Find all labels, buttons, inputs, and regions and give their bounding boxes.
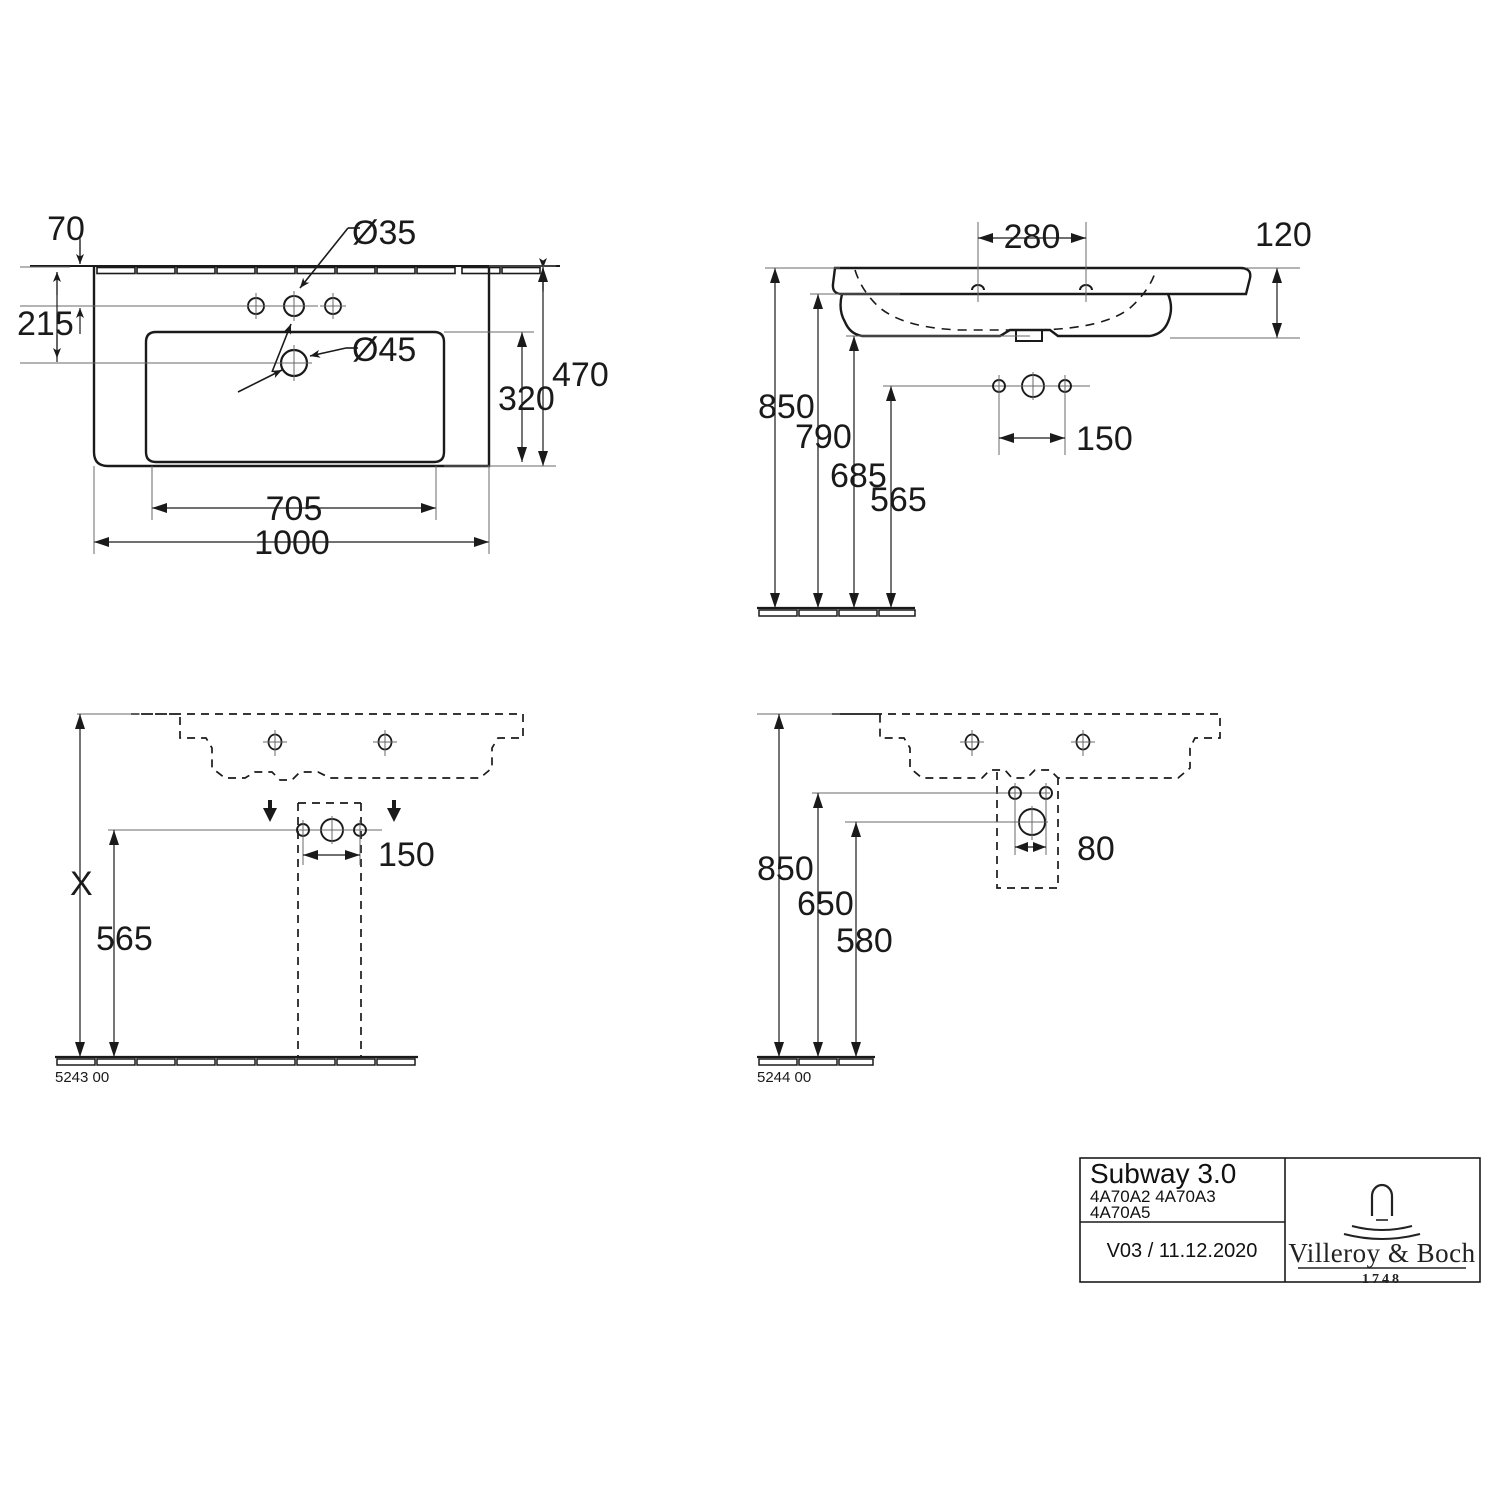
dim-280: [978, 233, 1086, 243]
dim-470: [444, 258, 556, 467]
leader-d45: [309, 347, 358, 358]
dim-150-left: [303, 850, 360, 860]
dim-label-1000: 1000: [254, 524, 330, 562]
dim-580: [851, 822, 861, 1057]
title-block: Subway 3.0 4A70A2 4A70A3 4A70A5 V03 / 11…: [1079, 1157, 1481, 1287]
dim-label-850: 850: [758, 388, 815, 426]
leader-d45-lower: [237, 369, 283, 393]
dim-1000: [93, 466, 490, 554]
title-block-version: V03 / 11.12.2020: [1107, 1240, 1258, 1262]
silhouette-hole-left-5243: [263, 730, 287, 756]
basin-slab-profile: [831, 266, 1252, 296]
bowl-outline-front: [144, 330, 446, 464]
dim-120: [1170, 267, 1300, 339]
dim-label-80: 80: [1077, 830, 1115, 868]
roughin-holes-right: [930, 372, 1090, 455]
basin-outline-front: [92, 267, 491, 468]
dim-685: [846, 335, 1030, 608]
dim-label-70: 70: [47, 210, 85, 248]
dim-705: [151, 466, 437, 520]
view-roughin-5243: [55, 713, 524, 1066]
dim-label-565-left: 565: [96, 920, 153, 958]
tap-hole-right: [320, 293, 346, 319]
connection-holes-upper-5244: [812, 783, 1053, 855]
floor-symbol-right: [757, 606, 916, 617]
floor-symbol-5244: [757, 1055, 875, 1066]
roughin-box-5244: [996, 772, 1059, 889]
basin-dashed-outline-5244: [832, 713, 1221, 779]
dim-label-705: 705: [266, 490, 323, 528]
title-block-article-2: 4A70A5: [1090, 1203, 1151, 1222]
basin-dashed-outline-5243: [131, 713, 524, 781]
flow-arrow-left: [263, 800, 277, 822]
title-block-article-1: 4A70A2 4A70A3: [1090, 1187, 1216, 1206]
dim-215: [20, 266, 70, 362]
floor-symbol-left: [55, 1055, 418, 1066]
dim-label-580: 580: [836, 922, 893, 960]
silhouette-hole-left-5244: [960, 730, 984, 756]
connection-holes-5243: [108, 816, 382, 865]
tap-hole-left: [243, 293, 269, 319]
view-code-5244: 5244 00: [757, 1069, 811, 1086]
dim-label-d45: Ø45: [352, 331, 416, 369]
dim-label-150-right: 150: [1076, 420, 1133, 458]
dim-850: [765, 267, 840, 608]
dim-label-565: 565: [870, 481, 927, 519]
dim-label-320: 320: [498, 380, 555, 418]
leader-d35: [299, 227, 360, 289]
bowl-dashed-profile: [854, 269, 1157, 331]
wall-symbol-top: [30, 265, 560, 275]
dim-x: [75, 714, 85, 1057]
silhouette-hole-right-5244: [1071, 730, 1095, 756]
dim-650: [813, 793, 823, 1057]
dim-label-850-bottom: 850: [757, 850, 814, 888]
view-roughin-5244: [757, 713, 1221, 1066]
dim-790: [810, 293, 900, 608]
dim-label-d35: Ø35: [352, 214, 416, 252]
brand-year: 1748: [1362, 1272, 1402, 1287]
dim-80: [1015, 842, 1046, 852]
drain-hole-5244: [845, 806, 1048, 840]
dim-label-150-left: 150: [378, 836, 435, 874]
view-front-elevation: [20, 227, 560, 554]
slab-hole-right: [1079, 222, 1093, 302]
silhouette-hole-right-5243: [373, 730, 397, 756]
dim-label-280: 280: [1004, 218, 1061, 256]
dim-320: [444, 331, 534, 462]
dim-label-x: X: [70, 865, 93, 903]
title-block-product: Subway 3.0: [1090, 1158, 1236, 1189]
dim-label-790: 790: [795, 418, 852, 456]
roughin-box-5243: [297, 802, 362, 1058]
dim-label-215: 215: [17, 305, 74, 343]
brand-name: Villeroy & Boch: [1288, 1238, 1475, 1268]
dim-label-650: 650: [797, 885, 854, 923]
view-code-5243: 5243 00: [55, 1069, 109, 1086]
flow-arrow-right: [387, 800, 401, 822]
dim-850-bottom: [774, 714, 784, 1057]
dim-150-right: [999, 433, 1065, 443]
dim-565-left: [109, 830, 119, 1057]
leader-d35-lower: [271, 323, 292, 373]
slab-hole-left: [971, 222, 985, 302]
dim-label-120: 120: [1255, 216, 1312, 254]
vb-logo-mark: [1343, 1183, 1421, 1240]
tap-hole-center: [279, 291, 309, 321]
dim-label-685: 685: [830, 457, 887, 495]
dim-label-470: 470: [552, 356, 609, 394]
view-side-section: [757, 222, 1300, 617]
